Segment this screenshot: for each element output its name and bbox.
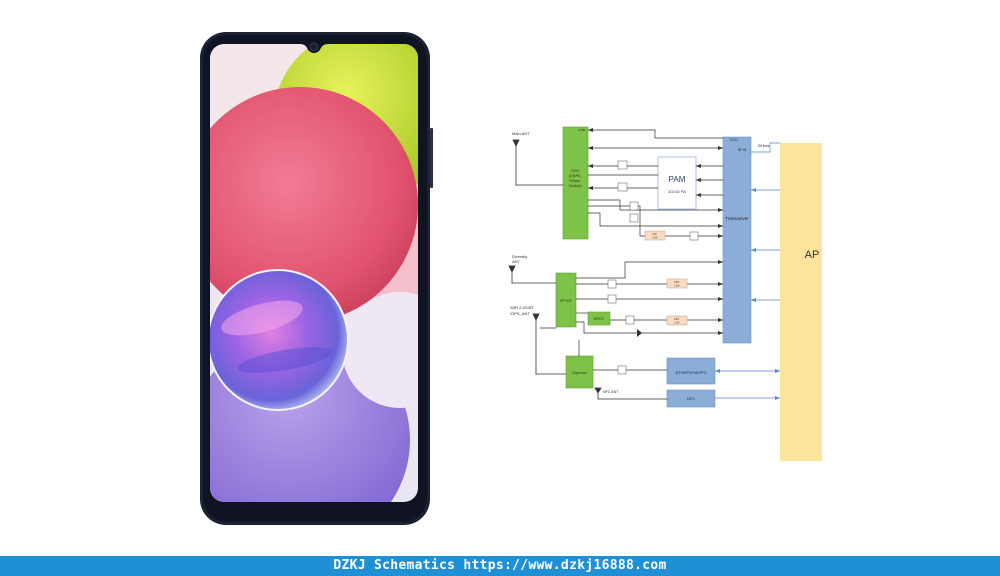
arrowheads-drx xyxy=(718,260,723,335)
bt-wifi-block xyxy=(666,357,716,385)
main-ant-label: Main ANT xyxy=(512,131,530,136)
ap-label: AP xyxy=(805,249,820,261)
diplexer-block xyxy=(565,355,594,389)
phone-illustration xyxy=(200,32,433,525)
phone-screen xyxy=(210,44,418,502)
transceiver-block xyxy=(722,136,752,344)
pam-label: PAM xyxy=(669,175,686,184)
drx-lna-block xyxy=(666,278,688,289)
spdt-block xyxy=(587,311,611,326)
filter-icons xyxy=(617,160,699,241)
nfc-antenna-icon xyxy=(594,387,668,400)
phone-side-button xyxy=(430,128,433,188)
arrowheads xyxy=(588,128,723,238)
ctrl-label: CTRL xyxy=(578,128,586,132)
sp10t-label: SP10T xyxy=(560,298,573,303)
txm-connection-lines xyxy=(587,129,724,237)
main-antenna-icon xyxy=(512,139,564,186)
transceiver-label: Transceiver xyxy=(725,216,749,221)
nfc-ant-label: NFC ANT xyxy=(603,390,619,394)
dif-lines-label: Dif lines xyxy=(758,144,770,148)
sp10t-block xyxy=(555,272,577,328)
rf-block-diagram: AP Transceiver TCXO RF IN TXM (DSPA +Mai… xyxy=(508,126,822,461)
diversity-antenna-icon xyxy=(508,265,557,284)
pri-lna-label: PRI LNA xyxy=(652,232,657,240)
nfc-label: NFC xyxy=(687,396,695,401)
ap-block xyxy=(780,143,822,461)
nfc-block xyxy=(666,389,716,408)
txm-label: TXM (DSPA +Main Switch) xyxy=(568,168,582,188)
drx-lna-label-2: DRX LNA xyxy=(674,317,680,325)
diplexer-label: Diplexer xyxy=(572,370,587,375)
front-camera-icon xyxy=(309,42,319,52)
tcxo-label: TCXO xyxy=(729,138,738,142)
wallpaper-pink-sphere xyxy=(210,87,418,323)
wifi-ant-label: WiFi 2.4G/BT /GPS_ANT xyxy=(510,305,535,316)
filter-icon-bt xyxy=(617,365,627,375)
pri-lna-block xyxy=(644,230,666,241)
amplifier-icon xyxy=(637,329,642,337)
filter-icons-drx xyxy=(607,279,635,325)
ap-links xyxy=(714,142,781,399)
rf-in-label: RF IN xyxy=(738,148,747,152)
drx-lna-label: DRX LNA xyxy=(674,280,680,288)
drx-lna-block-2 xyxy=(666,315,688,326)
pam-block xyxy=(657,156,697,210)
pam-sub-label: 3G/4G PA xyxy=(668,189,686,194)
bt-wifi-label: BT/WIFI/FM/GPS xyxy=(675,370,706,375)
txm-block xyxy=(562,126,589,240)
spdt-label: SPDT xyxy=(594,316,605,321)
wallpaper-glass-sphere xyxy=(210,269,349,411)
wifi-antenna-icon xyxy=(532,313,567,375)
ap-arrowheads xyxy=(715,188,780,400)
diversity-ant-label: Diversity ANT xyxy=(512,254,528,264)
footer-banner: DZKJ Schematics https://www.dzkj16888.co… xyxy=(0,556,1000,576)
